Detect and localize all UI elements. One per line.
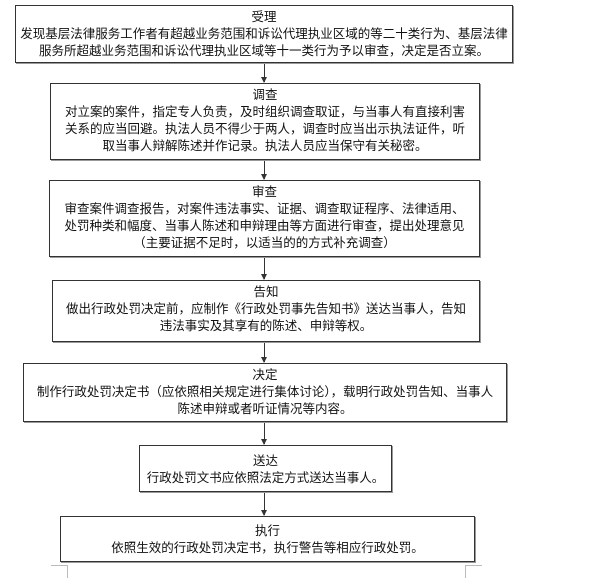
step-title: 审查: [251, 184, 277, 199]
step-title: 受理: [251, 9, 277, 24]
step-description: 做出行政处罚决定前，应制作《行政处罚事先告知书》送达当事人，告知违法事实及其享有…: [65, 301, 466, 333]
step-box-decide: 决定 制作行政处罚决定书（应依照相关规定进行集体讨论），载明行政处罚告知、当事人…: [23, 363, 507, 422]
step-box-accept: 受理 发现基层法律服务工作者有超越业务范围和诉讼代理执业区域的等二十类行为、基层…: [15, 5, 513, 63]
arrow-down-icon: [261, 343, 267, 363]
step-description: 审查案件调查报告，对案件违法事实、证据、调查取证程序、法律适用、处罚种类和幅度、…: [64, 201, 465, 250]
step-box-review: 审查 审查案件调查报告，对案件违法事实、证据、调查取证程序、法律适用、处罚种类和…: [49, 180, 480, 257]
step-box-investigate: 调查 对立案的案件，指定专人负责，及时组织调查取证，与当事人有直接利害关系的应当…: [50, 83, 480, 160]
step-description: 行政处罚文书应依照法定方式送达当事人。: [146, 470, 385, 485]
step-title: 决定: [252, 367, 278, 382]
arrow-down-icon: [261, 493, 267, 516]
arrow-down-icon: [261, 64, 267, 83]
step-box-execute: 执行 依照生效的行政处罚决定书，执行警告等相应行政处罚。: [60, 516, 475, 562]
step-title: 执行: [254, 523, 280, 538]
arrow-down-icon: [261, 423, 267, 445]
page-corner-mark-left: [51, 565, 68, 578]
step-title: 送达: [252, 453, 278, 468]
page-corner-mark-right: [465, 565, 482, 578]
step-title: 告知: [253, 284, 279, 299]
step-description: 发现基层法律服务工作者有超越业务范围和诉讼代理执业区域的等二十类行为、基层法律服…: [20, 26, 508, 58]
step-title: 调查: [252, 87, 278, 102]
arrow-down-icon: [261, 258, 267, 280]
arrow-down-icon: [261, 161, 267, 180]
step-description: 对立案的案件，指定专人负责，及时组织调查取证，与当事人有直接利害关系的应当回避。…: [64, 104, 465, 153]
step-box-notify: 告知 做出行政处罚决定前，应制作《行政处罚事先告知书》送达当事人，告知违法事实及…: [52, 280, 480, 342]
step-box-deliver: 送达 行政处罚文书应依照法定方式送达当事人。: [139, 445, 392, 492]
step-description: 制作行政处罚决定书（应依照相关规定进行集体讨论），载明行政处罚告知、当事人陈述申…: [36, 384, 494, 416]
step-description: 依照生效的行政处罚决定书，执行警告等相应行政处罚。: [111, 540, 424, 555]
